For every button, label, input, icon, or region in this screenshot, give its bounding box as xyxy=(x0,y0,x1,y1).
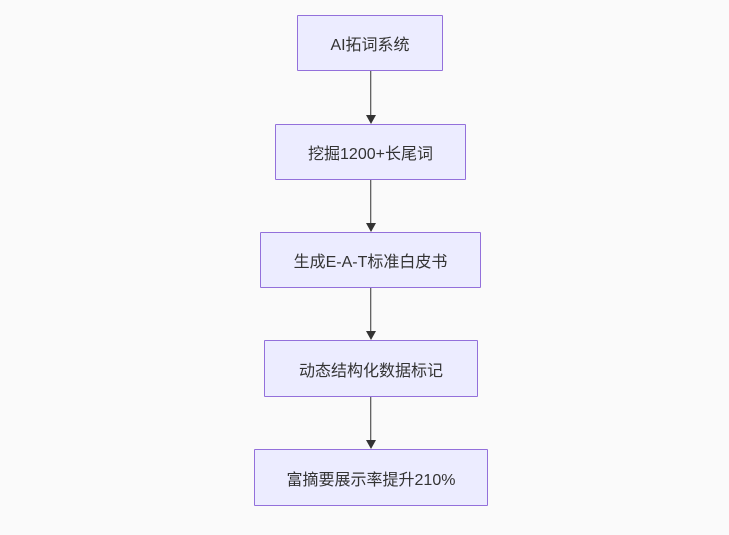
flow-node-ai-keyword-system: AI拓词系统 xyxy=(297,15,443,71)
arrow-line xyxy=(369,397,372,442)
arrow-line xyxy=(369,71,372,117)
flow-arrow-d-to-e xyxy=(362,397,379,449)
arrow-line xyxy=(369,180,372,225)
flow-arrow-c-to-d xyxy=(362,288,379,340)
flow-node-eat-whitepaper: 生成E-A-T标准白皮书 xyxy=(260,232,481,288)
arrow-down-icon xyxy=(365,115,376,124)
flow-node-longtail-mining: 挖掘1200+长尾词 xyxy=(275,124,466,180)
flow-node-label: 富摘要展示率提升210% xyxy=(286,471,456,489)
arrow-line xyxy=(369,288,372,333)
flow-node-label: 挖掘1200+长尾词 xyxy=(308,146,433,163)
arrow-down-icon xyxy=(365,440,376,449)
arrow-down-icon xyxy=(365,223,376,232)
flow-node-label: 生成E-A-T标准白皮书 xyxy=(293,254,448,271)
flow-arrow-b-to-c xyxy=(362,180,379,232)
arrow-down-icon xyxy=(365,331,376,340)
flow-node-label: 动态结构化数据标记 xyxy=(298,362,443,380)
flow-node-rich-snippet-result: 富摘要展示率提升210% xyxy=(254,449,488,506)
flow-node-structured-data-markup: 动态结构化数据标记 xyxy=(264,340,478,397)
flow-node-label: AI拓词系统 xyxy=(330,37,410,54)
flow-arrow-a-to-b xyxy=(362,71,379,124)
